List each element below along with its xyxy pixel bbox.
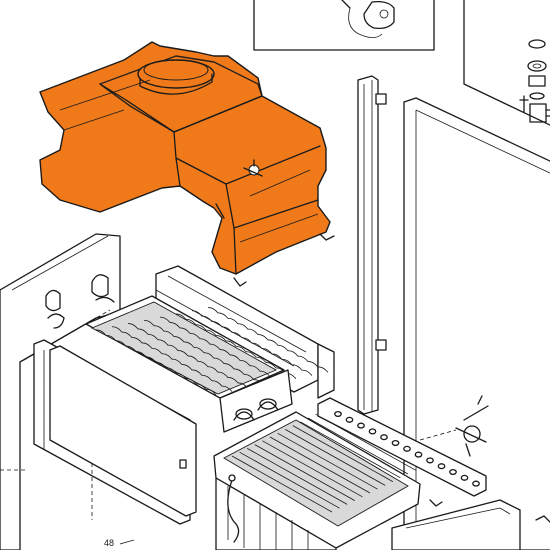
right-detail-panel: [463, 0, 550, 126]
ignition-electrode: [419, 395, 489, 457]
chamber-side-panel: [0, 233, 121, 550]
part-callout-label: 48: [104, 538, 114, 548]
vertical-rail: [357, 75, 387, 415]
base-pan: [391, 499, 550, 550]
gas-injector: [357, 422, 365, 429]
gas-injector: [368, 428, 377, 435]
callout-leader: [119, 539, 135, 545]
heat-exchanger: [85, 295, 329, 433]
ignition-lead: [227, 474, 240, 543]
burner-assembly: [213, 406, 431, 550]
insulation-panel-front: [49, 345, 197, 517]
valve-stack-detail: [519, 39, 550, 123]
gas-injector: [391, 439, 400, 447]
gas-injector: [414, 451, 423, 458]
gas-injector: [380, 434, 388, 441]
pressure-sensor-fitting: [243, 159, 263, 177]
pipe-manifold: [219, 369, 293, 433]
gas-injector: [345, 416, 354, 423]
inset-detail-box: [253, 0, 435, 51]
gas-injector: [449, 468, 457, 476]
retaining-clips: [45, 274, 115, 329]
gas-injector: [334, 410, 342, 418]
gas-injector: [460, 474, 469, 481]
gas-injector: [437, 463, 446, 470]
gas-injector: [472, 480, 480, 487]
gas-injector: [426, 457, 434, 464]
heat-exchanger-frame: [155, 265, 335, 399]
gas-injector: [403, 445, 411, 452]
gas-manifold: [317, 397, 487, 497]
fan-hood-assembly: [39, 41, 335, 287]
